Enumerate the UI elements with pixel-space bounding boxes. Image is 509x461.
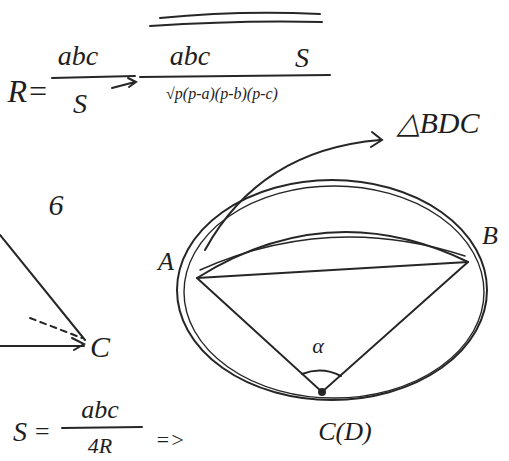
- inner-arc: [197, 232, 468, 278]
- sketch-label: abc: [81, 396, 119, 425]
- ray-line: [0, 345, 84, 347]
- fraction-bar: [52, 76, 135, 78]
- chord-ab: [197, 262, 468, 278]
- sketch-label: C(D): [318, 418, 371, 447]
- sketch-label: =: [33, 418, 51, 447]
- scribble-line: [150, 22, 322, 27]
- ray-line: [0, 235, 85, 340]
- sketch-label: A: [158, 248, 174, 277]
- sketch-label: abc: [170, 41, 210, 72]
- sketch-label: S: [295, 43, 309, 74]
- circumcircle-retrace: [184, 186, 484, 398]
- sketch-label: B: [482, 222, 498, 251]
- scribble-line: [160, 13, 320, 18]
- inner-arc: [200, 237, 465, 270]
- sketch-label: 6: [49, 188, 64, 221]
- arrow-head: [72, 338, 84, 350]
- sketch-label: abc: [58, 41, 98, 72]
- sketch-label: α: [312, 334, 324, 358]
- fraction-bar: [140, 75, 330, 77]
- upper-arc: [205, 140, 380, 250]
- arrow-head: [371, 132, 382, 147]
- angle-arc: [302, 370, 341, 376]
- point-dot: [319, 389, 325, 395]
- triangle-sides: [197, 262, 468, 392]
- sketch-label: △BDC: [397, 106, 480, 139]
- sketch-label: =>: [155, 428, 185, 452]
- sketch-label: √p(p-a)(p-b)(p-c): [166, 85, 278, 103]
- sketch-label: R=: [7, 74, 48, 109]
- ray-line: [30, 318, 82, 338]
- sketch-label: 4R: [88, 434, 112, 458]
- implies-arrow: [112, 78, 136, 88]
- fraction-bar: [62, 427, 142, 428]
- sketch-label: C: [90, 330, 110, 363]
- circumcircle: [177, 180, 487, 400]
- sketch-label: S: [73, 89, 87, 120]
- sketch-label: S: [13, 417, 27, 448]
